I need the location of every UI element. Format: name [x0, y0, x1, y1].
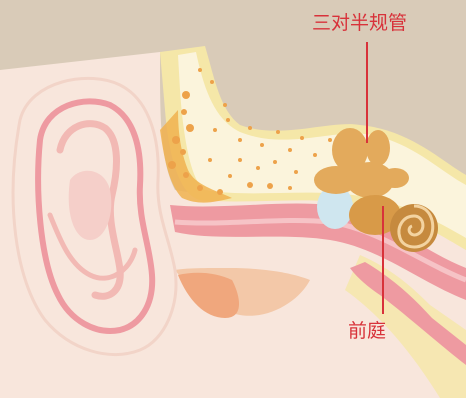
- label-semicircular-canals: 三对半规管: [312, 14, 407, 33]
- cochlea: [390, 204, 438, 252]
- label-vestibule: 前庭: [348, 322, 386, 341]
